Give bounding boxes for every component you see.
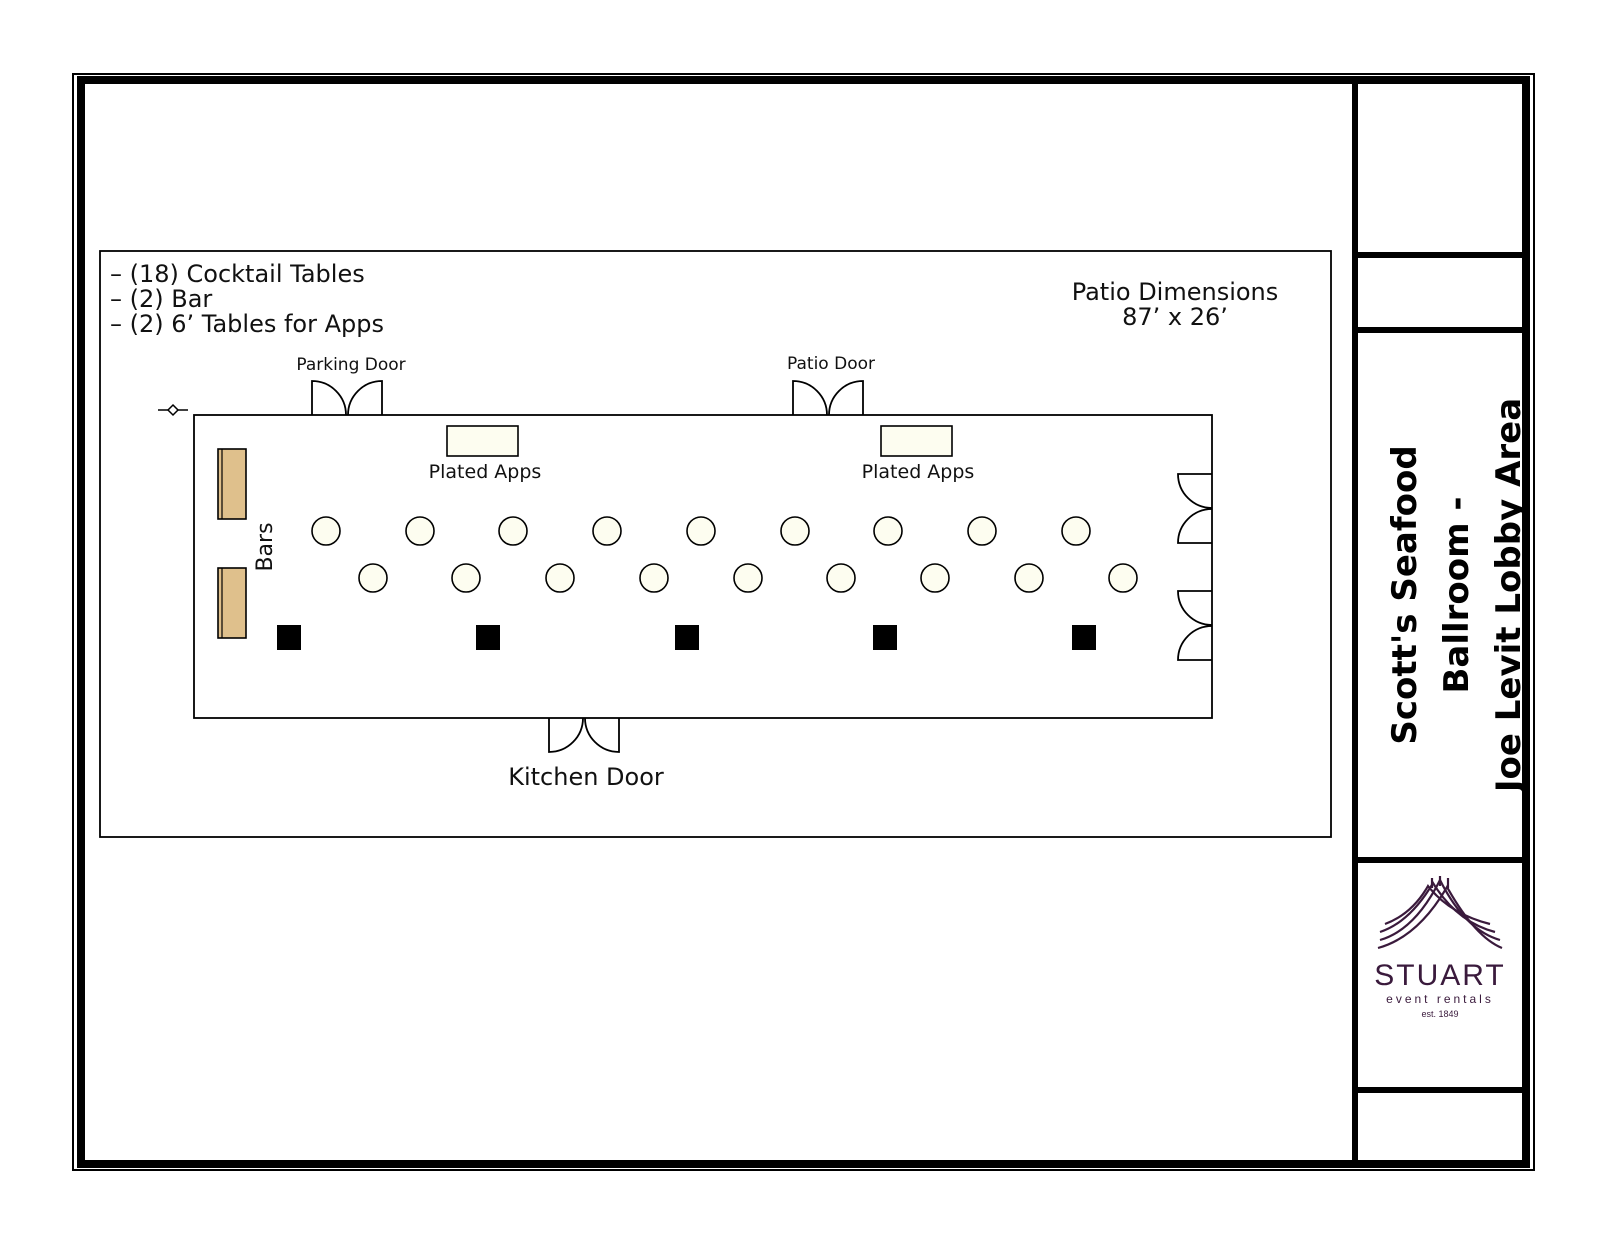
bar-2 (217, 567, 247, 639)
logo-tent-mark-2 (1379, 880, 1496, 934)
cocktail-table-top-8 (967, 516, 997, 546)
doors-layer (311, 380, 1213, 753)
cocktail-table-top-3 (498, 516, 528, 546)
stuart-logo (1377, 876, 1503, 950)
parking-door-label: Parking Door (296, 355, 405, 375)
title-line-3: Joe Levit Lobby Area (1489, 398, 1529, 794)
cocktail-table-top-9 (1061, 516, 1091, 546)
room-outline (193, 414, 1213, 719)
patio-door-leaf-right (828, 380, 864, 416)
orientation-marker (158, 403, 188, 417)
patio-boundary (99, 250, 1332, 838)
east-door-2-leaf-top (1177, 590, 1213, 626)
east-door-1-leaf-bottom (1177, 508, 1213, 544)
column-5 (1072, 625, 1096, 650)
legend-line-3: – (2) 6’ Tables for Apps (110, 310, 384, 338)
cocktail-table-bottom-6 (826, 563, 856, 593)
logo-tent-mark-4 (1384, 884, 1491, 926)
cocktail-table-top-6 (780, 516, 810, 546)
column-2 (476, 625, 500, 650)
cocktail-table-top-4 (592, 516, 622, 546)
logo-brand: STUART (1374, 959, 1505, 992)
column-3 (675, 625, 699, 650)
dimensions-label: Patio Dimensions (1072, 278, 1279, 306)
cocktail-table-top-5 (686, 516, 716, 546)
outer-frame-thin (72, 73, 1535, 1171)
cocktail-table-bottom-3 (545, 563, 575, 593)
cocktail-table-bottom-2 (451, 563, 481, 593)
bars-label: Bars (253, 522, 278, 571)
furniture-layer (217, 425, 1138, 650)
patio-door-label: Patio Door (787, 354, 875, 374)
patio-door-leaf-left (792, 380, 828, 416)
plated-apps-right-label: Plated Apps (862, 461, 975, 483)
east-door-2-leaf-bottom (1177, 625, 1213, 661)
orientation-marker-diamond (166, 403, 180, 417)
kitchen-door-label: Kitchen Door (508, 763, 664, 791)
dimensions-value: 87’ x 26’ (1122, 303, 1228, 331)
cocktail-table-top-2 (405, 516, 435, 546)
app-table-2 (880, 425, 953, 457)
cocktail-table-bottom-8 (1014, 563, 1044, 593)
legend-line-1: – (18) Cocktail Tables (110, 260, 365, 288)
cocktail-table-bottom-4 (639, 563, 669, 593)
column-4 (873, 625, 897, 650)
cocktail-table-bottom-1 (358, 563, 388, 593)
logo-tent-mark-1 (1379, 877, 1501, 942)
app-table-1 (446, 425, 519, 457)
column-1 (277, 625, 301, 650)
logo-est: est. 1849 (1421, 1009, 1458, 1019)
legend-line-2: – (2) Bar (110, 285, 212, 313)
parking-door-leaf-left (311, 380, 347, 416)
outer-frame-thick (77, 76, 1530, 1168)
title-line-1: Scott's Seafood (1385, 445, 1425, 744)
cocktail-table-top-7 (873, 516, 903, 546)
cocktail-table-bottom-7 (920, 563, 950, 593)
bar-1 (217, 448, 247, 520)
kitchen-door-leaf-right (584, 717, 620, 753)
east-door-1-leaf-top (1177, 473, 1213, 509)
logo-tagline: event rentals (1386, 992, 1494, 1006)
title-line-2: Ballroom - (1437, 496, 1477, 693)
kitchen-door-leaf-left (548, 717, 584, 753)
cocktail-table-bottom-9 (1108, 563, 1138, 593)
cocktail-table-bottom-5 (733, 563, 763, 593)
plated-apps-left-label: Plated Apps (429, 461, 542, 483)
parking-door-leaf-right (347, 380, 383, 416)
cocktail-table-top-1 (311, 516, 341, 546)
